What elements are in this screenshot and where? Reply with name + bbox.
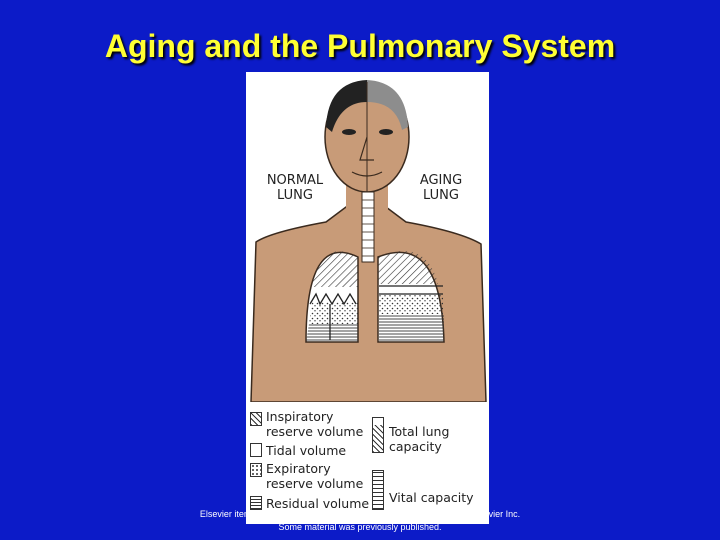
copyright-footer: Elsevier items and derived items © 2006 … <box>0 508 720 534</box>
legend-expiratory: Expiratory reserve volume <box>266 461 364 491</box>
legend-inspiratory: Inspiratory reserve volume <box>266 409 364 439</box>
vital-capacity-swatch <box>372 470 384 510</box>
lung-illustration: NORMAL LUNG AGING LUNG Inspiratory reser… <box>246 72 489 524</box>
publication-note: Some material was previously published. <box>278 522 442 532</box>
total-capacity-swatch <box>372 417 384 453</box>
aging-lung-label: AGING LUNG <box>419 173 463 203</box>
residual-swatch <box>250 496 262 510</box>
legend-vital-capacity: Vital capacity <box>389 490 474 505</box>
torso-drawing <box>246 80 489 524</box>
legend-tidal: Tidal volume <box>266 443 347 458</box>
tidal-swatch <box>250 443 262 457</box>
expiratory-swatch <box>250 463 262 477</box>
legend-total-capacity: Total lung capacity <box>389 424 450 454</box>
inspiratory-swatch <box>250 412 262 426</box>
copyright-line: Elsevier items and derived items © 2006 … <box>199 509 521 519</box>
legend-residual: Residual volume <box>266 496 370 511</box>
normal-lung-label: NORMAL LUNG <box>266 173 324 203</box>
slide-title: Aging and the Pulmonary System <box>104 28 616 64</box>
